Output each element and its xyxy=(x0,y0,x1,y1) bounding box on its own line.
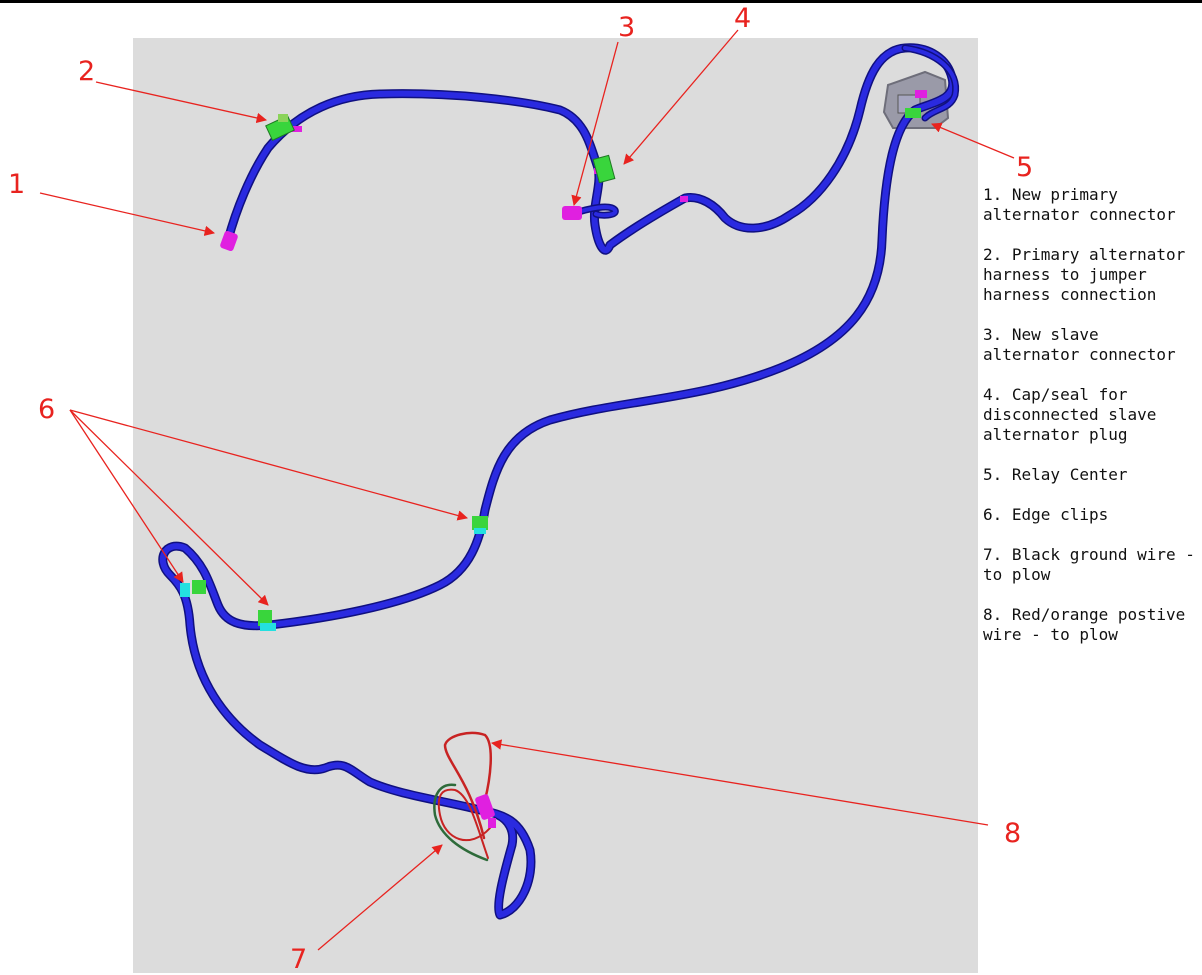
callout-8: 8 xyxy=(1004,818,1021,849)
connector-primary-alternator xyxy=(220,230,238,252)
callout-1: 1 xyxy=(8,169,25,200)
legend-item-1: 1. New primary alternator connector xyxy=(983,185,1176,224)
callout-3: 3 xyxy=(618,12,635,43)
main-harness xyxy=(158,43,960,920)
legend-item-5: 5. Relay Center xyxy=(983,465,1128,484)
slave-cap-seal xyxy=(592,154,616,184)
jumper-harness-connection xyxy=(265,114,295,141)
top-rule xyxy=(0,0,1202,3)
callout-2: 2 xyxy=(78,56,95,87)
legend-item-4: 4. Cap/seal for disconnected slave alter… xyxy=(983,385,1157,444)
connector-plow xyxy=(475,794,496,828)
callout-5: 5 xyxy=(1016,152,1033,183)
callout-4: 4 xyxy=(734,3,751,34)
connector-slave-alternator xyxy=(562,206,582,220)
callout-6: 6 xyxy=(38,394,55,425)
plow-wires xyxy=(433,731,493,862)
legend-item-7: 7. Black ground wire - to plow xyxy=(983,545,1195,584)
relay-green-terminal xyxy=(905,108,921,118)
callout-arrows xyxy=(39,29,1015,951)
legend-item-2: 2. Primary alternator harness to jumper … xyxy=(983,245,1186,304)
edge-clip-1 xyxy=(472,516,488,534)
connector-branch-2 xyxy=(680,196,688,202)
legend-item-6: 6. Edge clips xyxy=(983,505,1109,524)
edge-clip-3 xyxy=(180,580,206,597)
legend-item-8: 8. Red/orange postive wire - to plow xyxy=(983,605,1186,644)
diagram-canvas xyxy=(133,38,978,973)
legend-item-3: 3. New slave alternator connector xyxy=(983,325,1176,364)
connector-relay xyxy=(915,90,927,98)
legend: 1. New primary alternator connector 2. P… xyxy=(983,185,1198,665)
callout-7: 7 xyxy=(290,944,307,975)
connector-junction xyxy=(292,126,302,132)
edge-clip-2 xyxy=(258,610,276,631)
